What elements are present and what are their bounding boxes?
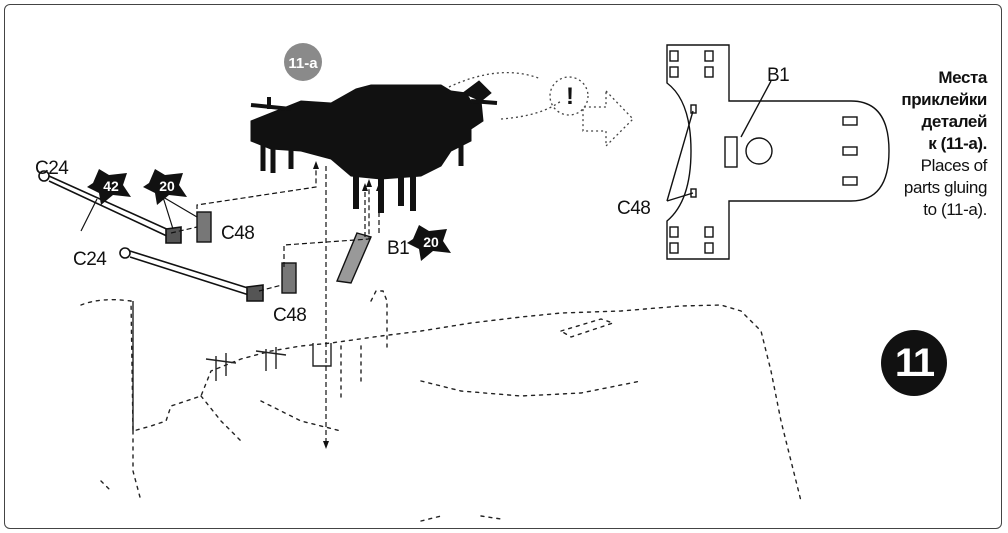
label-c48-inset: C48 — [617, 198, 651, 219]
caption-ru-line-1: Места — [938, 68, 987, 87]
b1-part — [336, 232, 372, 284]
assembly-arrows — [170, 166, 380, 441]
attention-mark: ! — [566, 83, 574, 110]
part-11a-silhouette — [250, 80, 498, 213]
inset-plan-view — [666, 44, 890, 260]
count-badge-20-c48 — [143, 169, 187, 205]
arrow-heads — [313, 161, 382, 449]
label-b1-inset: B1 — [767, 65, 790, 86]
count-badge-20-b1 — [407, 225, 451, 261]
label-c24-top: C24 — [35, 158, 69, 179]
assembly-diagram — [38, 43, 890, 522]
sub-badge-label: 11-a — [288, 55, 318, 72]
callout-arrow — [448, 71, 634, 148]
caption-ru-line-4: к (11-а). — [928, 134, 987, 153]
ship-details — [132, 301, 332, 431]
caption-en-line-2: parts gluing — [903, 178, 987, 197]
badge-text-layer: 11-a 42 20 20 ! — [103, 55, 574, 250]
c24-rods — [38, 170, 264, 302]
label-leaders — [80, 196, 198, 232]
step-number-badge: 11 — [881, 330, 947, 396]
label-c48-top: C48 — [221, 223, 255, 244]
ship-hull — [80, 290, 802, 522]
count-label-20-c48: 20 — [159, 178, 175, 194]
label-b1: B1 — [387, 238, 410, 259]
label-c24-bottom: C24 — [73, 249, 107, 270]
gluing-caption: Места приклейки деталей к (11-а). Places… — [837, 67, 987, 221]
caption-en-line-1: Places of — [920, 156, 988, 175]
instruction-panel: 11-a 42 20 20 ! C24 C24 C48 C48 B1 B1 C4… — [4, 4, 1002, 529]
caption-ru-line-3: деталей — [921, 112, 988, 131]
label-c48-bottom: C48 — [273, 305, 307, 326]
caption-en-line-3: to (11-а). — [923, 200, 987, 219]
sub-badge-11a — [284, 43, 322, 81]
count-badge-42 — [87, 169, 131, 205]
count-label-42: 42 — [103, 178, 119, 194]
c48-plates — [196, 211, 297, 294]
count-label-20-b1: 20 — [423, 234, 439, 250]
caption-ru-line-2: приклейки — [901, 90, 987, 109]
